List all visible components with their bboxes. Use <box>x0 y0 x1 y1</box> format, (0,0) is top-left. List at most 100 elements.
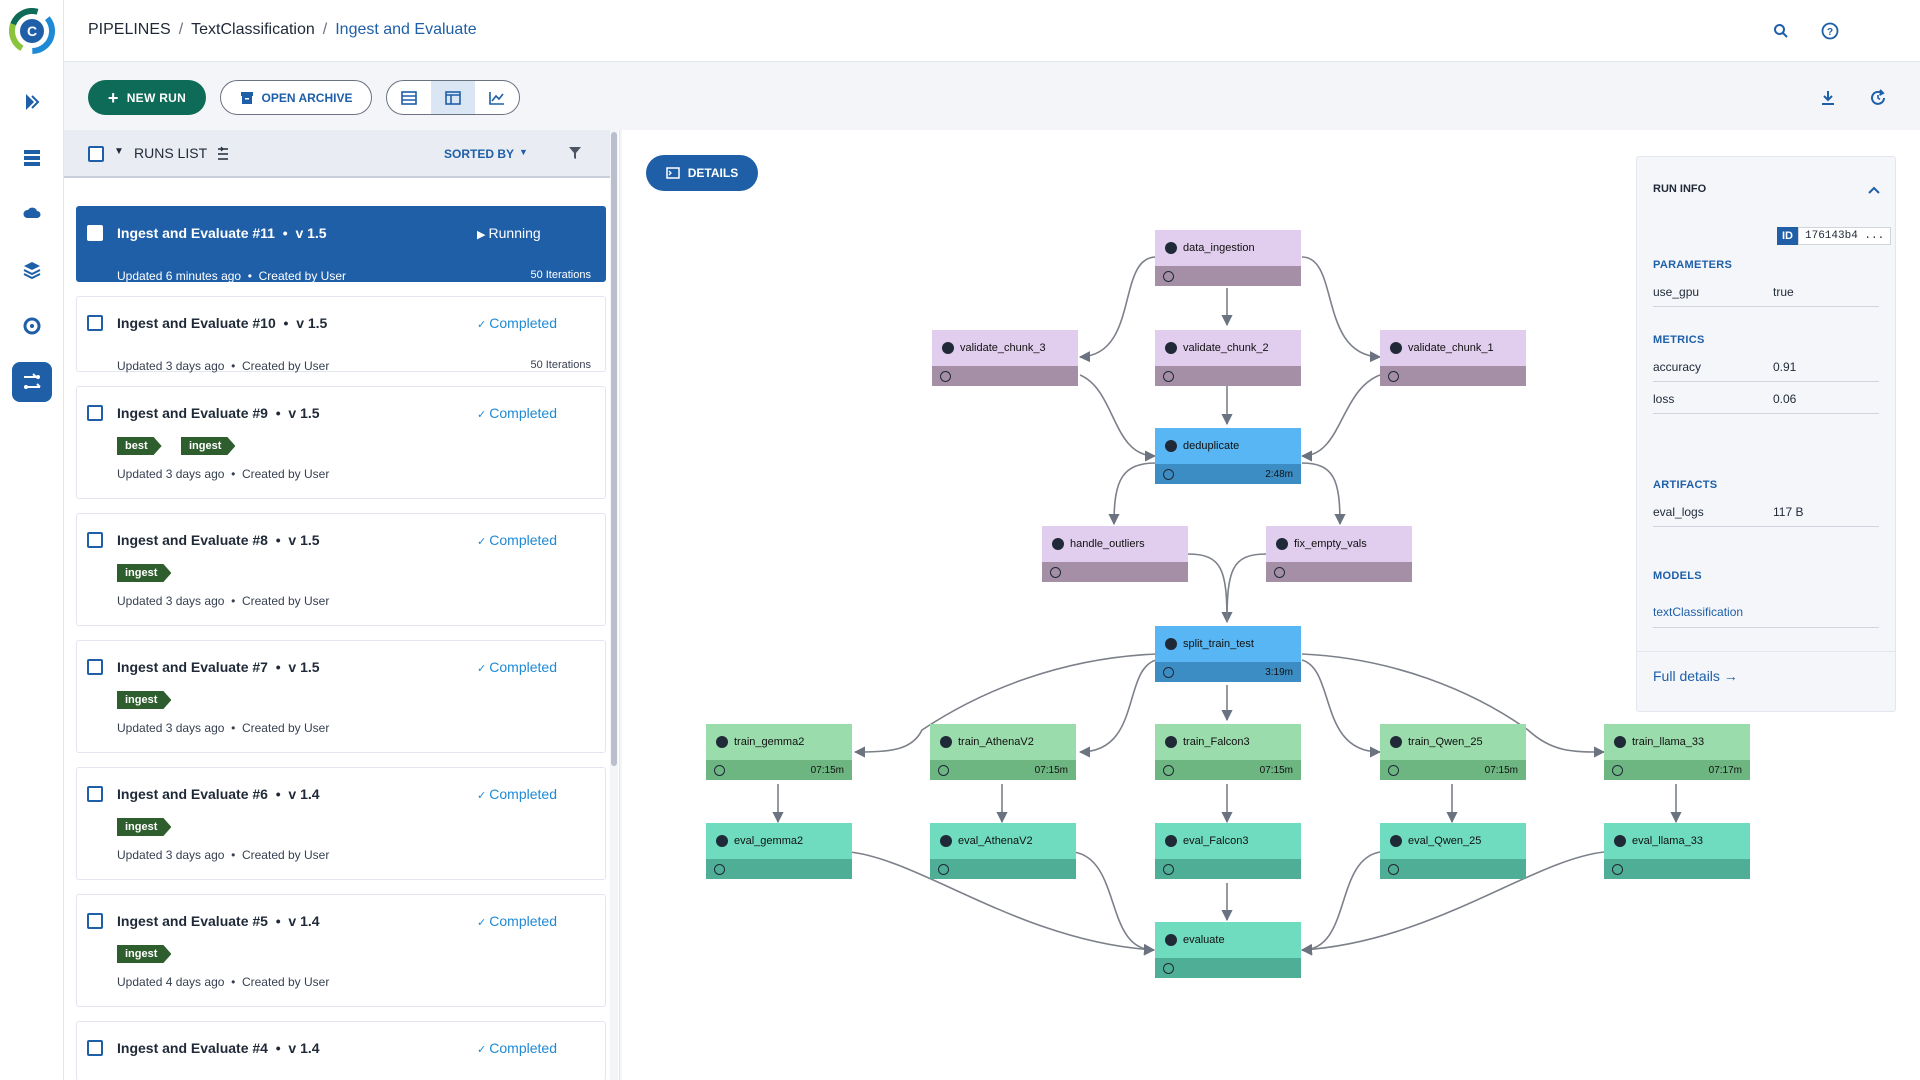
nav-models-icon[interactable] <box>12 306 52 346</box>
run-name: Ingest and Evaluate #10 • v 1.5 <box>117 315 328 331</box>
download-icon[interactable] <box>1816 86 1840 110</box>
run-tag[interactable]: ingest <box>181 437 235 455</box>
pipeline-node-validate-chunk-3[interactable]: validate_chunk_3 <box>932 330 1078 386</box>
clearml-logo-icon[interactable]: C <box>9 8 55 54</box>
details-view-icon[interactable] <box>431 81 475 114</box>
run-card[interactable]: Ingest and Evaluate #10 • v 1.5✓ Complet… <box>76 296 606 373</box>
run-card[interactable]: Ingest and Evaluate #9 • v 1.5✓ Complete… <box>76 386 606 499</box>
node-label: deduplicate <box>1183 440 1240 452</box>
node-label: train_Falcon3 <box>1183 736 1250 748</box>
run-card[interactable]: Ingest and Evaluate #4 • v 1.4✓ Complete… <box>76 1021 606 1080</box>
select-menu-chevron-down-icon[interactable]: ▼ <box>114 146 124 157</box>
check-icon: ✓ <box>477 790 490 802</box>
node-status-icon <box>1612 863 1623 875</box>
node-status-icon <box>1163 666 1174 678</box>
sorted-by-dropdown[interactable]: SORTED BY <box>444 147 515 161</box>
run-checkbox[interactable] <box>87 786 103 802</box>
collapse-chevron-up-icon[interactable] <box>1867 185 1881 195</box>
run-tag[interactable]: ingest <box>117 691 171 709</box>
run-card[interactable]: Ingest and Evaluate #5 • v 1.4✓ Complete… <box>76 894 606 1007</box>
pipeline-node-validate-chunk-2[interactable]: validate_chunk_2 <box>1155 330 1301 386</box>
pipeline-node-handle-outliers[interactable]: handle_outliers <box>1042 526 1188 582</box>
new-run-button[interactable]: + NEW RUN <box>88 80 206 115</box>
node-status-icon <box>1163 468 1174 480</box>
compare-chart-view-icon[interactable] <box>475 81 519 114</box>
run-name: Ingest and Evaluate #9 • v 1.5 <box>117 405 320 421</box>
nav-datasets-icon[interactable] <box>12 250 52 290</box>
model-step-icon <box>1165 736 1177 748</box>
pipeline-node-validate-chunk-1[interactable]: validate_chunk_1 <box>1380 330 1526 386</box>
pipeline-node-eval-falcon3[interactable]: eval_Falcon3 <box>1155 823 1301 879</box>
run-id-badge[interactable]: ID 176143b4 ... <box>1777 227 1892 245</box>
help-icon[interactable]: ? <box>1818 19 1842 43</box>
pipeline-node-fix-empty-vals[interactable]: fix_empty_vals <box>1266 526 1412 582</box>
node-label: handle_outliers <box>1070 538 1145 550</box>
edge-validate-chunk-1-to-deduplicate <box>1300 374 1381 462</box>
step-icon <box>942 342 954 354</box>
pipeline-node-evaluate[interactable]: evaluate <box>1155 922 1301 978</box>
metric-row: accuracy 0.91 <box>1653 354 1879 382</box>
search-icon[interactable] <box>1769 19 1793 43</box>
select-all-checkbox[interactable] <box>88 146 104 162</box>
open-archive-button[interactable]: OPEN ARCHIVE <box>220 80 372 115</box>
edge-eval-gemma2-to-evaluate <box>849 851 1156 955</box>
artifact-row[interactable]: eval_logs 117 B <box>1653 499 1879 527</box>
nav-cloud-icon[interactable] <box>12 194 52 234</box>
pipeline-node-data-ingestion[interactable]: data_ingestion <box>1155 230 1301 286</box>
pipeline-node-eval-llama-33[interactable]: eval_llama_33 <box>1604 823 1750 879</box>
run-checkbox[interactable] <box>87 913 103 929</box>
pipeline-node-eval-athenav2[interactable]: eval_AthenaV2 <box>930 823 1076 879</box>
filter-icon[interactable] <box>568 146 582 160</box>
run-checkbox[interactable] <box>87 532 103 548</box>
details-button[interactable]: DETAILS <box>646 155 758 191</box>
run-name: Ingest and Evaluate #11 • v 1.5 <box>117 225 327 241</box>
run-checkbox[interactable] <box>87 659 103 675</box>
run-name: Ingest and Evaluate #7 • v 1.5 <box>117 659 320 675</box>
run-card[interactable]: Ingest and Evaluate #11 • v 1.5▶ Running… <box>76 206 606 283</box>
breadcrumb-pipelines[interactable]: PIPELINES <box>88 21 171 38</box>
model-link[interactable]: textClassification <box>1653 605 1744 619</box>
metric-key: loss <box>1653 392 1675 406</box>
play-icon: ▶ <box>477 229 489 241</box>
nav-projects-icon[interactable] <box>12 138 52 178</box>
full-details-link[interactable]: Full details → <box>1653 668 1738 684</box>
runs-list-header: ▼ RUNS LIST SORTED BY ▼ <box>64 130 610 178</box>
run-status: ✓ Completed <box>477 532 557 548</box>
parameter-key: use_gpu <box>1653 285 1700 299</box>
archive-icon <box>240 91 253 104</box>
edge-handle-outliers-to-split <box>1187 553 1233 624</box>
run-card[interactable]: Ingest and Evaluate #7 • v 1.5✓ Complete… <box>76 640 606 753</box>
runs-scrollbar-thumb[interactable] <box>611 132 617 766</box>
node-status-icon <box>714 764 725 776</box>
run-card[interactable]: Ingest and Evaluate #6 • v 1.4✓ Complete… <box>76 767 606 880</box>
run-checkbox[interactable] <box>87 1040 103 1056</box>
run-tag[interactable]: ingest <box>117 564 171 582</box>
auto-refresh-icon[interactable] <box>1866 86 1890 110</box>
model-step-icon <box>940 835 952 847</box>
pipeline-node-eval-gemma2[interactable]: eval_gemma2 <box>706 823 852 879</box>
run-tag[interactable]: ingest <box>117 945 171 963</box>
run-checkbox[interactable] <box>87 225 103 241</box>
run-checkbox[interactable] <box>87 405 103 421</box>
run-tag[interactable]: ingest <box>117 818 171 836</box>
sort-lines-icon[interactable] <box>216 146 230 162</box>
pipeline-node-eval-qwen-25[interactable]: eval_Qwen_25 <box>1380 823 1526 879</box>
run-card[interactable]: Ingest and Evaluate #8 • v 1.5✓ Complete… <box>76 513 606 626</box>
node-label: evaluate <box>1183 934 1225 946</box>
table-view-icon[interactable] <box>387 81 431 114</box>
sort-chevron-down-icon[interactable]: ▼ <box>519 147 528 157</box>
run-tag[interactable]: best <box>117 437 162 455</box>
nav-pipelines-icon[interactable] <box>12 362 52 402</box>
check-icon: ✓ <box>477 409 490 421</box>
breadcrumb-project[interactable]: TextClassification <box>191 21 315 38</box>
nav-home-icon[interactable] <box>12 82 52 122</box>
run-checkbox[interactable] <box>87 315 103 331</box>
node-status-icon <box>1163 270 1174 282</box>
